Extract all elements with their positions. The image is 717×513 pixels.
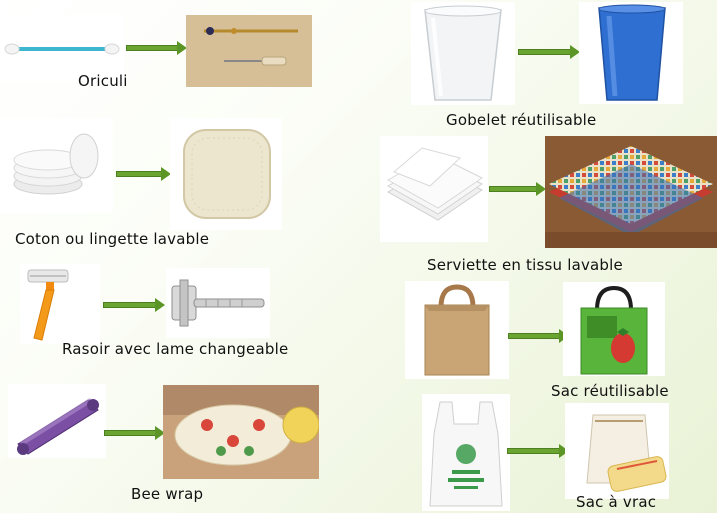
paper-bag-image [405,281,509,379]
item-label: Rasoir avec lame changeable [62,340,289,358]
arrow-icon [104,426,165,440]
washable-pad-image [170,118,282,230]
cotton-swab-image [0,14,124,82]
safety-razor-image [166,268,270,338]
arrow-icon [507,444,569,458]
arrow-icon [116,167,171,181]
plastic-bag-image [422,394,510,511]
arrow-icon [508,329,569,343]
arrow-icon [489,182,546,196]
arrow-icon [126,41,187,55]
item-label: Sac réutilisable [551,382,669,400]
plastic-film-image [8,384,106,458]
arrow-icon [103,298,165,312]
cotton-pads-image [0,118,113,213]
item-label: Oriculi [78,72,128,90]
bee-wrap-image [163,385,319,479]
reusable-bag-image [563,282,665,376]
cloth-napkins-image [545,136,717,248]
bulk-bag-image [565,403,669,499]
item-label: Serviette en tissu lavable [427,256,623,274]
item-label: Bee wrap [131,485,204,503]
arrow-icon [518,45,580,59]
item-label: Sac à vrac [576,493,657,511]
reusable-cup-image [579,2,683,104]
plastic-cup-image [411,2,515,105]
disposable-razor-image [20,264,100,344]
ear-pick-image [186,15,312,87]
item-label: Gobelet réutilisable [446,111,597,129]
paper-napkins-image [380,136,488,242]
item-label: Coton ou lingette lavable [15,230,210,248]
